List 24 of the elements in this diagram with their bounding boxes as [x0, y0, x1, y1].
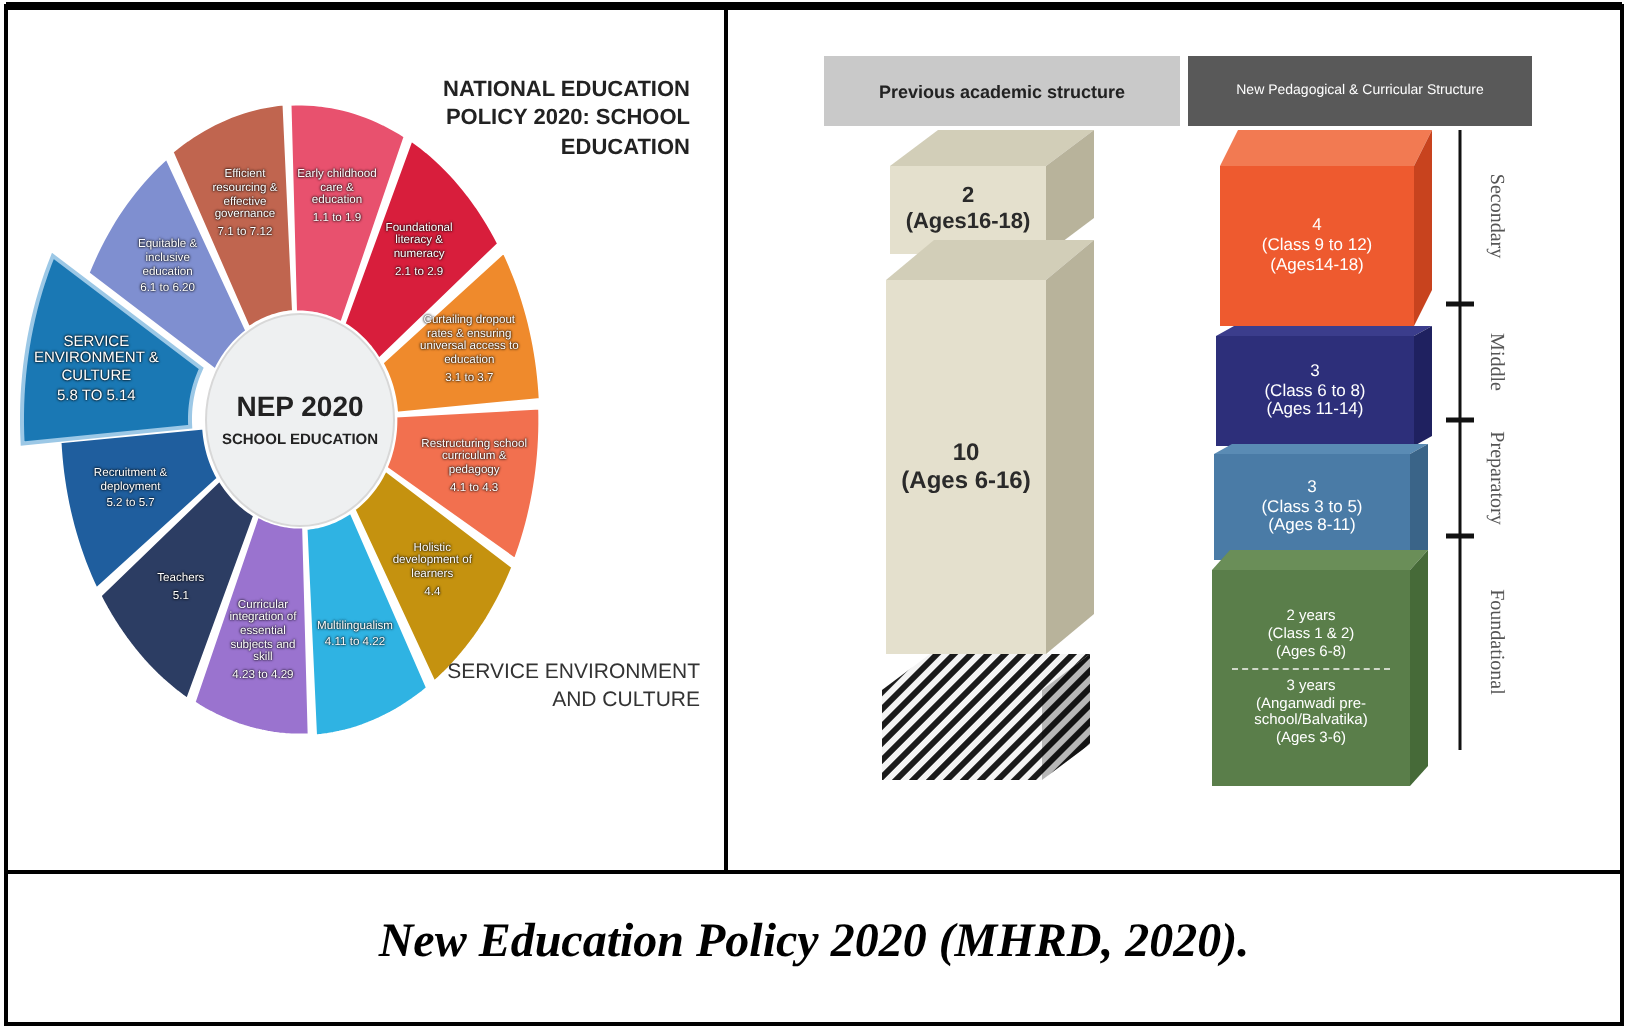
- block-text: (Ages14-18): [1270, 255, 1364, 276]
- block-text: 3: [1308, 361, 1322, 382]
- block-text: (Ages16-18): [903, 210, 1033, 236]
- block-text: (Ages 6-16): [899, 467, 1033, 495]
- section-heading: SERVICE ENVIRONMENT AND CULTURE: [445, 660, 700, 715]
- block-text: (Class 6 to 8): [1262, 381, 1368, 401]
- block-text: (Class 3 to 5): [1259, 497, 1365, 517]
- block-text: (Class 9 to 12): [1259, 236, 1375, 256]
- block-text: (Ages 11-14): [1266, 400, 1364, 421]
- stage-label: Preparatory: [1485, 431, 1507, 525]
- header-bar: [1188, 56, 1532, 126]
- stage-label: Middle: [1485, 333, 1507, 391]
- stage-label: Foundational: [1485, 589, 1507, 695]
- stage-label: Secondary: [1485, 173, 1507, 259]
- hub-title: NEP 2020: [234, 390, 366, 423]
- block-text: 4: [1310, 216, 1324, 237]
- header-bar: [824, 56, 1180, 126]
- block-text: 3: [1305, 477, 1319, 498]
- block-text: 2: [959, 184, 977, 210]
- policy-title: NATIONAL EDUCATION POLICY 2020: SCHOOL EDUCATION: [441, 76, 690, 162]
- header-text: Previous academic structure: [878, 81, 1126, 101]
- block-text: 10: [950, 439, 982, 467]
- block-text: (Ages 8-11): [1268, 516, 1356, 537]
- figure-caption: New Education Policy 2020 (MHRD, 2020).: [376, 916, 1252, 970]
